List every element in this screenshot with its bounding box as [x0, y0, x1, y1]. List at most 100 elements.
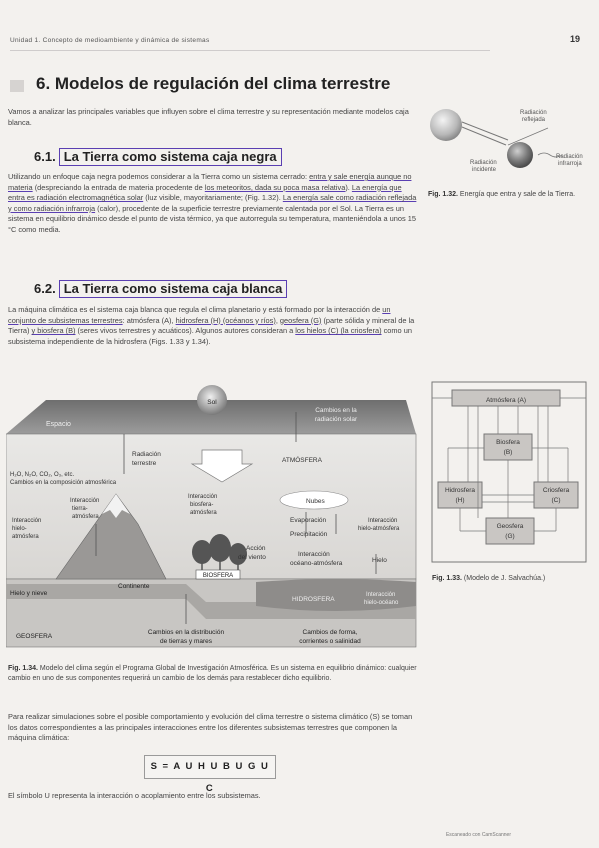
- fig-1-34-text: Modelo del clima según el Programa Globa…: [8, 665, 417, 682]
- label-evaporacion: Evaporación: [290, 517, 327, 524]
- label-int-oceano-1: Interacción: [298, 551, 330, 558]
- label-int-hielo-2: hielo-: [12, 526, 27, 532]
- ocean-shape: [256, 579, 416, 611]
- closing-paragraph: Para realizar simulaciones sobre el posi…: [8, 712, 413, 743]
- subsection-6-2-title: La Tierra como sistema caja blanca: [58, 280, 288, 298]
- label-atmosfera: Atmósfera (A): [486, 397, 526, 404]
- label-espacio: Espacio: [46, 421, 71, 428]
- label-biosfera-2: (B): [504, 449, 513, 456]
- label-geosfera: GEOSFERA: [16, 633, 53, 640]
- p62-u2: hidrosfera (H) (océanos y ríos): [175, 315, 276, 325]
- p62-u3: geosfera (G): [279, 315, 322, 325]
- label-reflejada-2: reflejada: [522, 117, 546, 123]
- label-int-tierra-3: atmósfera: [72, 514, 99, 520]
- label-int-hielo2-2: hielo-atmósfera: [358, 526, 400, 532]
- fig-1-32-text: Energía que entra y sale de la Tierra.: [457, 191, 576, 198]
- subsection-6-2-number: 6.2.: [34, 281, 56, 296]
- sun-icon: [430, 109, 462, 141]
- radiation-arrow: [190, 449, 254, 483]
- subsection-6-1-number: 6.1.: [34, 149, 56, 164]
- label-geosfera-2: (G): [505, 533, 514, 540]
- label-geosfera-1: Geosfera: [497, 523, 524, 530]
- fig-1-32-caption: Fig. 1.32. Energía que entra y sale de l…: [428, 190, 593, 200]
- unit-title: Unidad 1. Concepto de medioambiente y di…: [10, 37, 210, 44]
- scanner-footer: Escaneado con CamScanner: [445, 832, 511, 838]
- p61-c: ).: [345, 182, 352, 192]
- label-int-hielo2-1: Interacción: [368, 518, 397, 524]
- label-int-bio-2: biosfera-: [190, 502, 213, 508]
- label-hielo-nieve: Hielo y nieve: [10, 590, 48, 597]
- label-int-hielo-3: atmósfera: [12, 534, 39, 540]
- p61-u4: La energía sale como radiación reflejada…: [8, 193, 417, 213]
- p61-u1: entra y sale energía aunque no materia: [8, 172, 412, 192]
- subsection-6-1-title: La Tierra como sistema caja negra: [58, 148, 282, 166]
- label-criosfera-2: (C): [551, 497, 560, 504]
- subsection-6-2-heading: 6.2.La Tierra como sistema caja blanca: [34, 280, 288, 298]
- label-rad-terrestre-2: terrestre: [132, 460, 157, 467]
- box-hidrosfera: [437, 481, 483, 509]
- label-int-tierra-2: tierra-: [72, 506, 88, 512]
- p62-d: (parte sólida y mineral de la Tierra): [8, 315, 415, 336]
- box-geosfera: [485, 517, 535, 545]
- label-cambios-solar-2: radiación solar: [315, 416, 358, 423]
- fig-1-32-label: Fig. 1.32.: [428, 191, 458, 198]
- label-cambios-tierras-1: Cambios en la distribución: [148, 629, 225, 636]
- label-incidente-1: Radiación: [470, 160, 497, 166]
- label-reflejada-1: Radiación: [520, 110, 547, 116]
- label-criosfera-1: Criosfera: [543, 487, 570, 494]
- symbol-note: El símbolo U representa la interacción o…: [8, 791, 261, 800]
- section-marker: [10, 80, 24, 92]
- label-sol: Sol: [207, 399, 217, 406]
- p61-a: Utilizando un enfoque caja negra podemos…: [8, 172, 310, 181]
- box-biosfera: [483, 433, 533, 461]
- label-int-hielo-oceano-1: Interacción: [366, 592, 395, 598]
- paragraph-6-2: La máquina climática es el sistema caja …: [8, 305, 418, 347]
- box-criosfera: [533, 481, 579, 509]
- fig-1-33-label: Fig. 1.33.: [432, 575, 462, 582]
- mountain-shape: [55, 493, 167, 580]
- running-header: Unidad 1. Concepto de medioambiente y di…: [10, 34, 590, 48]
- fig-1-34-diagram: Sol Espacio Cambios en la radiación sola…: [6, 385, 417, 648]
- label-accion-2: del viento: [238, 554, 266, 561]
- label-precipitacion: Precipitación: [290, 531, 328, 538]
- label-continente: Continente: [118, 583, 150, 590]
- climate-formula-box: S = A U H U B U G U C: [144, 755, 276, 794]
- label-hidrosfera: HIDROSFERA: [292, 596, 335, 603]
- label-accion-1: Acción: [246, 545, 266, 552]
- p62-u5: los hielos (C) (la criosfera): [295, 326, 382, 336]
- label-infrarroja-2: infrarroja: [558, 161, 582, 167]
- label-int-oceano-2: océano-atmósfera: [290, 560, 343, 567]
- fig-1-33-diagram: Atmósfera (A) Biosfera (B) Hidrosfera (H…: [431, 381, 587, 563]
- paragraph-6-1: Utilizando un enfoque caja negra podemos…: [8, 172, 418, 236]
- fig-1-32-diagram: Radiación reflejada Radiación infrarroja…: [430, 109, 583, 173]
- label-nubes: Nubes: [306, 498, 326, 505]
- header-rule: [10, 50, 490, 51]
- label-atmosfera: ATMÓSFERA: [282, 455, 323, 464]
- p62-u4: y biosfera (B): [31, 326, 76, 336]
- p62-u1: un conjunto de subsistemas terrestres: [8, 305, 391, 325]
- label-int-hielo-oceano-2: hielo-océano: [364, 600, 399, 606]
- subsection-6-1-heading: 6.1.La Tierra como sistema caja negra: [34, 148, 282, 166]
- intro-paragraph: Vamos a analizar las principales variabl…: [8, 107, 409, 127]
- label-biosfera-1: Biosfera: [496, 439, 520, 446]
- fig-1-33-text: (Modelo de J. Salvachúa.): [461, 575, 546, 582]
- label-int-bio-1: Interacción: [188, 494, 217, 500]
- label-rad-terrestre-1: Radiación: [132, 451, 161, 458]
- p62-a: La máquina climática es el sistema caja …: [8, 305, 383, 314]
- section-title: 6. Modelos de regulación del clima terre…: [36, 74, 391, 93]
- p62-e: (seres vivos terrestres y acuáticos). Al…: [75, 326, 296, 336]
- p61-b: (despreciando la entrada de materia proc…: [32, 182, 205, 192]
- p62-b: : atmósfera (A),: [122, 315, 176, 325]
- label-cambios-forma-1: Cambios de forma,: [303, 629, 358, 636]
- earth-icon: [507, 142, 533, 168]
- p62-c: ,: [275, 315, 280, 325]
- label-biosfera: BIOSFERA: [203, 573, 233, 579]
- label-hidrosfera-1: Hidrosfera: [445, 487, 475, 494]
- label-cambios-solar-1: Cambios en la: [315, 407, 357, 414]
- page-number: 19: [569, 34, 580, 44]
- label-hielo: Hielo: [372, 557, 387, 564]
- label-hidrosfera-2: (H): [455, 497, 464, 504]
- label-int-hielo-1: Interacción: [12, 518, 41, 524]
- p62-f: como un subsistema independiente de la h…: [8, 326, 412, 346]
